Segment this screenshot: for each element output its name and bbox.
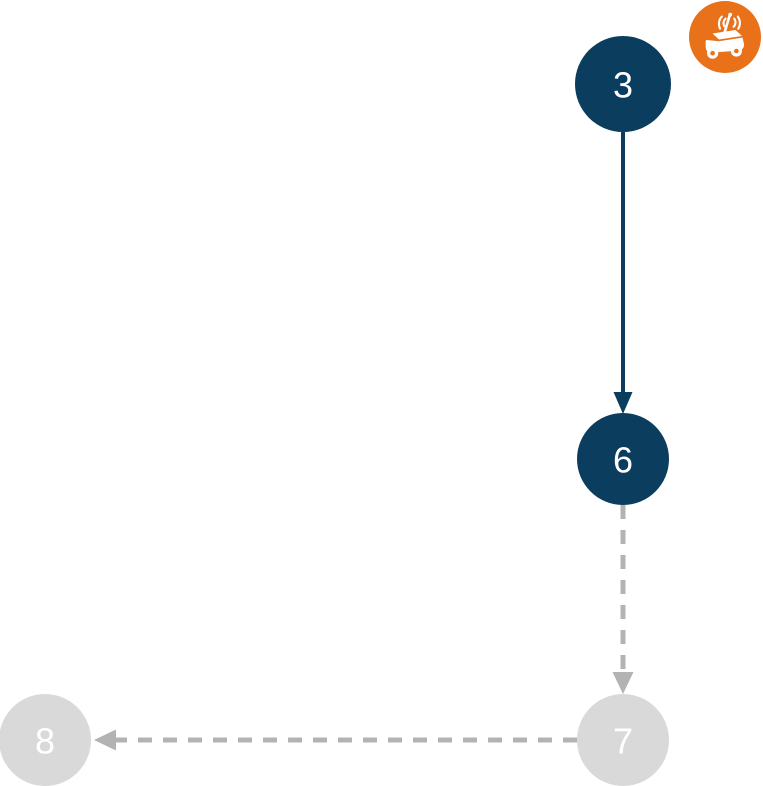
graph-node-6[interactable]: 6 <box>577 413 669 505</box>
edge-7-8[interactable] <box>94 729 577 751</box>
node-layer: 3 6 7 8 <box>0 36 671 786</box>
node-3-label: 3 <box>613 65 633 106</box>
node-8-label: 8 <box>35 721 55 762</box>
node-7-label: 7 <box>613 721 633 762</box>
rover-vehicle-icon <box>705 30 745 59</box>
node-3-circle <box>575 36 671 132</box>
graph-node-3[interactable]: 3 <box>575 36 671 132</box>
edge-layer <box>94 132 634 751</box>
edge-6-7[interactable] <box>612 505 634 694</box>
edge-3-6-arrowhead <box>613 392 633 414</box>
node-7-circle <box>577 694 669 786</box>
graph-node-7[interactable]: 7 <box>577 694 669 786</box>
rover-antenna-logo[interactable] <box>689 1 761 73</box>
graph-node-8[interactable]: 8 <box>0 694 91 786</box>
node-6-circle <box>577 413 669 505</box>
edge-6-7-arrowhead <box>612 672 634 694</box>
node-8-circle <box>0 694 91 786</box>
edge-7-8-arrowhead <box>94 729 116 751</box>
node-6-label: 6 <box>613 440 633 481</box>
rover-wheel-hubs <box>710 48 739 56</box>
edge-3-6[interactable] <box>613 132 633 414</box>
